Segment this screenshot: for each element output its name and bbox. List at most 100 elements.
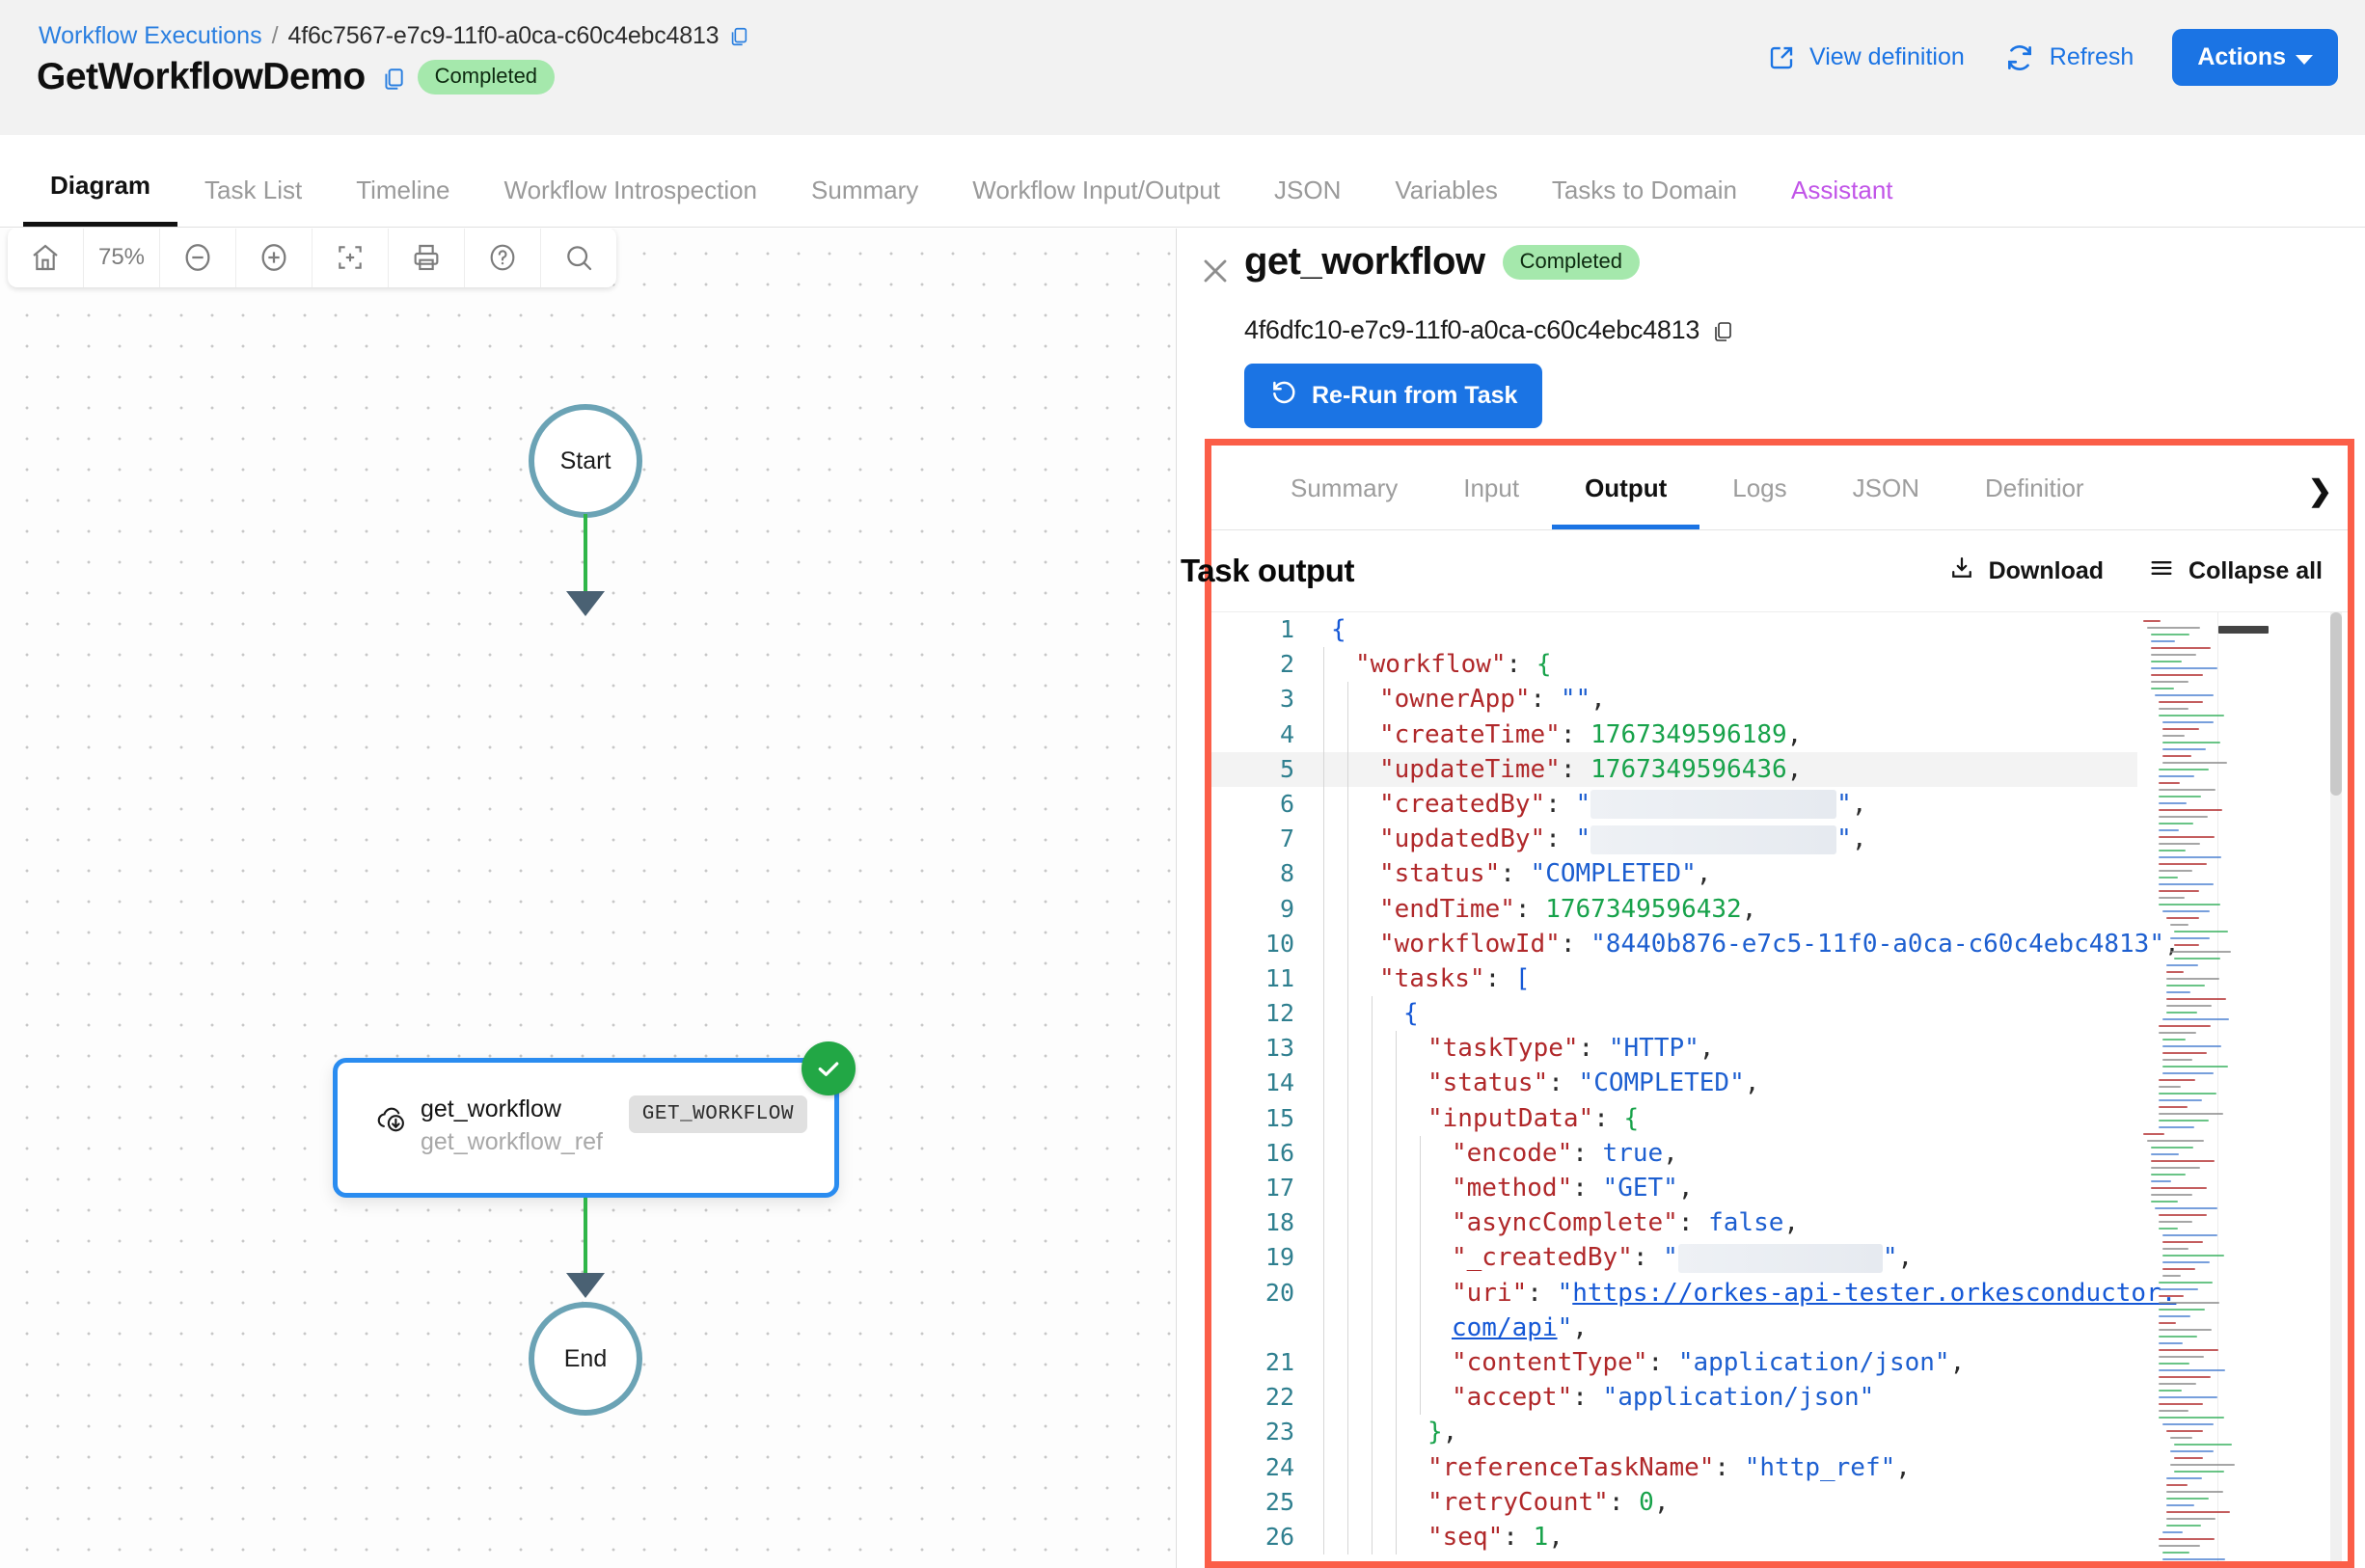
minimap-line xyxy=(2159,1383,2196,1385)
minimize-icon[interactable] xyxy=(2218,626,2269,634)
end-node[interactable]: End xyxy=(529,1302,642,1416)
tab-json[interactable]: JSON xyxy=(1274,176,1342,204)
line-number: 21 xyxy=(1264,1347,1294,1376)
minimap-line xyxy=(2170,1437,2192,1439)
minimap-line xyxy=(2151,1167,2200,1169)
rerun-from-task-button[interactable]: Re-Run from Task xyxy=(1244,364,1543,428)
indent-guide xyxy=(1347,926,1348,961)
minimap-line xyxy=(2159,715,2224,716)
line-number: 15 xyxy=(1264,1103,1294,1132)
view-definition-button[interactable]: View definition xyxy=(1767,43,1965,72)
tab-summary[interactable]: Summary xyxy=(811,176,919,204)
minimap-line xyxy=(2159,1295,2184,1297)
breadcrumb-workflow-executions-link[interactable]: Workflow Executions xyxy=(39,22,262,49)
minimap-line xyxy=(2159,701,2203,703)
collapse-all-button[interactable]: Collapse all xyxy=(2148,554,2323,588)
tab-diagram[interactable]: Diagram xyxy=(23,171,178,227)
copy-icon[interactable] xyxy=(1711,320,1732,341)
indent-guide xyxy=(1347,1066,1348,1101)
minimap-line xyxy=(2159,782,2180,784)
indent-guide xyxy=(1323,1100,1324,1136)
line-number: 19 xyxy=(1264,1243,1294,1272)
indent-guide xyxy=(1323,682,1324,717)
refresh-button[interactable]: Refresh xyxy=(2003,41,2134,74)
tab-variables[interactable]: Variables xyxy=(1395,176,1498,204)
chevron-right-icon[interactable]: ❯ xyxy=(2307,475,2332,507)
line-number: 5 xyxy=(1279,754,1294,783)
fit-to-screen-icon[interactable] xyxy=(313,229,389,287)
minimap-line xyxy=(2166,1511,2230,1513)
subtab-definitior[interactable]: Definitior xyxy=(1985,473,2084,502)
copy-icon[interactable] xyxy=(728,26,749,47)
tab-task-list[interactable]: Task List xyxy=(204,176,303,204)
home-icon[interactable] xyxy=(8,229,84,287)
editor-scrollbar-thumb[interactable] xyxy=(2330,612,2342,796)
minimap-line xyxy=(2166,998,2226,1000)
code-text: "workflow": { xyxy=(1355,650,1552,680)
minimap-line xyxy=(2159,796,2201,798)
copy-icon[interactable] xyxy=(381,67,403,90)
indent-guide xyxy=(1323,1171,1324,1206)
subtab-summary[interactable]: Summary xyxy=(1291,473,1399,502)
download-label: Download xyxy=(1988,556,2105,584)
task-node-get-workflow[interactable]: get_workflow get_workflow_ref GET_WORKFL… xyxy=(333,1041,856,1198)
download-button[interactable]: Download xyxy=(1948,554,2104,588)
minimap-line xyxy=(2159,769,2209,770)
line-number: 3 xyxy=(1279,685,1294,714)
actions-button[interactable]: Actions xyxy=(2172,29,2338,86)
editor-scrollbar-track[interactable] xyxy=(2330,612,2342,1561)
minimap-line xyxy=(2166,1491,2223,1493)
minimap-line xyxy=(2162,1248,2188,1250)
zoom-in-icon[interactable] xyxy=(236,229,313,287)
tab-tasks-to-domain[interactable]: Tasks to Domain xyxy=(1551,176,1738,204)
indent-guide xyxy=(1396,1449,1397,1485)
subtab-input[interactable]: Input xyxy=(1463,473,1520,502)
minimap-line xyxy=(2151,1180,2171,1182)
minimap-line xyxy=(2162,728,2199,730)
code-line: 24"referenceTaskName": "http_ref", xyxy=(1211,1449,2137,1485)
indent-guide xyxy=(1347,1484,1348,1520)
minimap-line xyxy=(2159,708,2188,710)
help-icon[interactable] xyxy=(465,229,541,287)
close-icon[interactable] xyxy=(1196,252,1235,290)
minimap-line xyxy=(2162,1039,2186,1041)
indent-guide xyxy=(1396,1380,1397,1416)
tab-timeline[interactable]: Timeline xyxy=(356,176,450,204)
indent-guide xyxy=(1323,1415,1324,1450)
print-icon[interactable] xyxy=(389,229,465,287)
start-node[interactable]: Start xyxy=(529,404,642,518)
code-minimap[interactable] xyxy=(2135,612,2278,1561)
minimap-line xyxy=(2162,1072,2214,1074)
minimap-line xyxy=(2151,1174,2186,1176)
minimap-line xyxy=(2159,1545,2200,1547)
minimap-line xyxy=(2166,1012,2197,1014)
subtab-output[interactable]: Output xyxy=(1552,446,1699,529)
code-lines[interactable]: 1{2"workflow": {3"ownerApp": "",4"create… xyxy=(1211,612,2180,1561)
minimap-line xyxy=(2159,1214,2207,1216)
indent-guide xyxy=(1396,1066,1397,1101)
minimap-viewport[interactable] xyxy=(2217,612,2278,1561)
minimap-line xyxy=(2162,1045,2221,1047)
diagram-canvas[interactable]: 75% xyxy=(0,229,1175,1568)
minimap-line xyxy=(2159,1086,2181,1088)
indent-guide xyxy=(1347,1344,1348,1381)
code-text: "updatedBy": "", xyxy=(1379,825,1867,854)
indent-guide xyxy=(1323,1031,1324,1067)
indent-guide xyxy=(1323,856,1324,892)
line-number: 26 xyxy=(1264,1522,1294,1551)
subtab-json[interactable]: JSON xyxy=(1852,473,1919,502)
tab-workflow-input-output[interactable]: Workflow Input/Output xyxy=(972,176,1221,204)
minimap-line xyxy=(2159,856,2221,858)
code-text: "createdBy": "", xyxy=(1379,789,1867,820)
zoom-out-icon[interactable] xyxy=(160,229,236,287)
code-line: 2"workflow": { xyxy=(1211,647,2137,683)
minimap-line xyxy=(2159,1356,2204,1358)
status-badge: Completed xyxy=(417,60,556,95)
search-icon[interactable] xyxy=(541,229,616,287)
tab-workflow-introspection[interactable]: Workflow Introspection xyxy=(503,176,758,204)
indent-guide xyxy=(1372,1240,1373,1276)
tab-assistant[interactable]: Assistant xyxy=(1791,176,1893,204)
json-output-editor[interactable]: 1{2"workflow": {3"ownerApp": "",4"create… xyxy=(1211,612,2348,1561)
subtab-logs[interactable]: Logs xyxy=(1732,473,1787,502)
zoom-level-label[interactable]: 75% xyxy=(84,229,160,287)
